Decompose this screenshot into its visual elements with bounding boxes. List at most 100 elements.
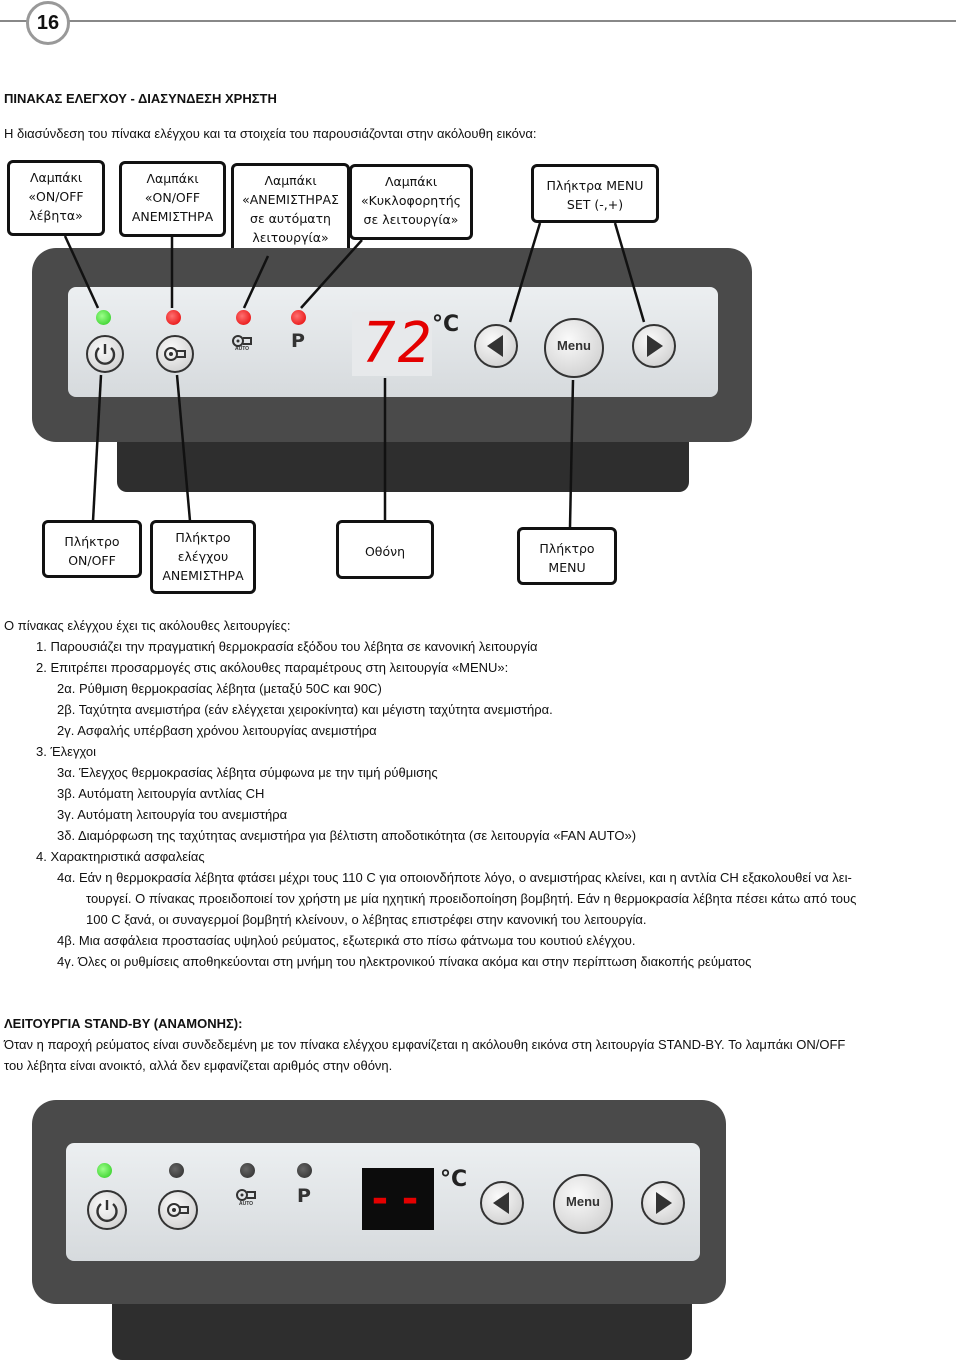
- section-intro: Η διασύνδεση του πίνακα ελέγχου και τα σ…: [4, 126, 537, 141]
- callout-line: λειτουργία»: [252, 230, 329, 245]
- page-number: 16: [26, 1, 70, 45]
- callout-line: σε αυτόματη: [250, 211, 331, 226]
- pointer-line: [63, 235, 100, 309]
- callout-line: Πλήκτρο: [175, 530, 231, 545]
- callout-line: Οθόνη: [364, 544, 406, 559]
- callout-menu-key: Πλήκτρο MENU: [517, 527, 617, 585]
- unit-label: °C: [440, 1167, 468, 1192]
- pointer-line: [568, 379, 575, 528]
- section-title: ΠΙΝΑΚΑΣ ΕΛΕΓΧΟΥ - ΔΙΑΣΥΝΔΕΣΗ ΧΡΗΣΤΗ: [4, 91, 277, 106]
- page-header: 16: [0, 0, 960, 45]
- list-item: 4. Χαρακτηριστικά ασφαλείας: [36, 849, 205, 864]
- fan-led: [166, 310, 181, 325]
- temperature-display: --: [362, 1168, 434, 1230]
- list-item: 4α. Εάν η θερμοκρασία λέβητα φτάσει μέχρ…: [57, 870, 852, 885]
- fan-auto-led: [240, 1163, 255, 1178]
- fan-auto-symbol: AUTO: [232, 1186, 266, 1212]
- pointer-line: [300, 239, 363, 309]
- list-item: 2α. Ρύθμιση θερμοκρασίας λέβητα (μεταξύ …: [57, 681, 382, 696]
- fan-auto-led: [236, 310, 251, 325]
- arrow-right-icon: [647, 335, 663, 357]
- increase-button[interactable]: [632, 324, 676, 368]
- callout-line: ΑΝΕΜΙΣΤΗΡΑ: [162, 568, 244, 583]
- unit-label: °C: [432, 312, 460, 337]
- fan-icon: [164, 347, 186, 361]
- callout-line: «ON/OFF: [28, 189, 84, 204]
- increase-button[interactable]: [641, 1181, 685, 1225]
- list-item: 100 C ξανά, οι συναγερμοί βομβητή κλείνο…: [86, 912, 647, 927]
- header-rule-left: [0, 20, 28, 22]
- decrease-button[interactable]: [474, 324, 518, 368]
- callout-line: MENU: [548, 560, 586, 575]
- callout-line: ελέγχου: [177, 549, 229, 564]
- callout-pump-led: Λαμπάκι «Κυκλοφορητής σε λειτουργία»: [349, 164, 473, 240]
- callout-display: Οθόνη: [336, 520, 434, 579]
- callout-power-key: Πλήκτρο ON/OFF: [42, 520, 142, 578]
- list-item: 3α. Έλεγχος θερμοκρασίας λέβητα σύμφωνα …: [57, 765, 438, 780]
- arrow-left-icon: [493, 1192, 509, 1214]
- list-item: 3γ. Αυτόματη λειτουργία του ανεμιστήρα: [57, 807, 288, 822]
- callout-line: Πλήκτρα MENU: [546, 178, 644, 193]
- callout-line: Λαμπάκι: [29, 170, 83, 185]
- display-value: 72: [362, 311, 434, 376]
- fan-icon: [167, 1203, 189, 1217]
- p-symbol: P: [291, 330, 305, 352]
- list-item: 2γ. Ασφαλής υπέρβαση χρόνου λειτουργίας …: [57, 723, 377, 738]
- power-icon: [96, 1200, 118, 1222]
- menu-label: Menu: [566, 1194, 600, 1209]
- list-item: 3β. Αυτόματη λειτουργία αντλίας CH: [57, 786, 265, 801]
- standby-text-line1: Όταν η παροχή ρεύματος είναι συνδεδεμένη…: [4, 1037, 846, 1052]
- auto-label: AUTO: [235, 346, 250, 352]
- arrow-left-icon: [487, 335, 503, 357]
- p-symbol: P: [297, 1185, 311, 1207]
- fan-auto-symbol: AUTO: [228, 332, 262, 356]
- callout-line: ΑΝΕΜΙΣΤΗΡΑ: [131, 209, 214, 224]
- standby-title: ΛΕΙΤΟΥΡΓΙΑ STAND-BY (ΑΝΑΜΟΝΗΣ):: [4, 1016, 243, 1031]
- callout-line: σε λειτουργία»: [363, 212, 459, 227]
- list-item: 3δ. Διαμόρφωση της ταχύτητας ανεμιστήρα …: [57, 828, 637, 843]
- callout-line: Πλήκτρο: [64, 534, 120, 549]
- callout-fan-key: Πλήκτρο ελέγχου ΑΝΕΜΙΣΤΗΡΑ: [150, 520, 256, 594]
- fan-auto-icon: [232, 335, 252, 347]
- callout-line: λέβητα»: [29, 208, 83, 223]
- pointer-line: [613, 222, 646, 323]
- list-item: 2. Επιτρέπει προσαρμογές στις ακόλουθες …: [36, 660, 509, 675]
- power-button[interactable]: [86, 335, 124, 373]
- boiler-power-led: [96, 310, 111, 325]
- menu-button[interactable]: Menu: [544, 318, 604, 378]
- decrease-button[interactable]: [480, 1181, 524, 1225]
- list-item: 4γ. Όλες οι ρυθμίσεις αποθηκεύονται στη …: [57, 954, 752, 969]
- callout-line: Λαμπάκι: [264, 173, 317, 188]
- header-rule: [60, 20, 956, 22]
- callout-fan-led: Λαμπάκι «ON/OFF ΑΝΕΜΙΣΤΗΡΑ: [119, 161, 226, 237]
- callout-boiler-led: Λαμπάκι «ON/OFF λέβητα»: [7, 160, 105, 236]
- menu-button[interactable]: Menu: [553, 1174, 613, 1234]
- pointer-line: [91, 374, 103, 522]
- power-icon: [94, 344, 116, 365]
- callout-line: Πλήκτρο: [539, 541, 595, 556]
- callout-line: Λαμπάκι: [146, 171, 199, 186]
- temperature-display: 72: [352, 312, 432, 376]
- callout-line: «Κυκλοφορητής: [360, 193, 462, 208]
- fan-button[interactable]: [156, 335, 194, 373]
- menu-label: Menu: [557, 338, 591, 353]
- auto-label: AUTO: [239, 1201, 254, 1207]
- pump-led: [291, 310, 306, 325]
- callout-line: Λαμπάκι: [384, 174, 438, 189]
- display-value: --: [367, 1176, 429, 1222]
- pump-led: [297, 1163, 312, 1178]
- callout-line: ON/OFF: [68, 553, 116, 568]
- callout-pointers: [63, 222, 646, 528]
- pointer-line: [242, 255, 270, 309]
- callout-line: «ON/OFF: [144, 190, 201, 205]
- list-item: 4β. Μια ασφάλεια προστασίας υψηλού ρεύμα…: [57, 933, 636, 948]
- boiler-power-led: [97, 1163, 112, 1178]
- pointer-line: [508, 222, 542, 323]
- power-button[interactable]: [87, 1190, 127, 1230]
- fan-auto-icon: [236, 1189, 256, 1201]
- pointer-line: [175, 374, 192, 522]
- callout-menu-keys: Πλήκτρα MENU SET (-,+): [531, 164, 659, 223]
- functions-intro: Ο πίνακας ελέγχου έχει τις ακόλουθες λει…: [4, 618, 291, 633]
- fan-button[interactable]: [158, 1190, 198, 1230]
- callout-line: «ΑΝΕΜΙΣΤΗΡΑΣ: [242, 192, 339, 207]
